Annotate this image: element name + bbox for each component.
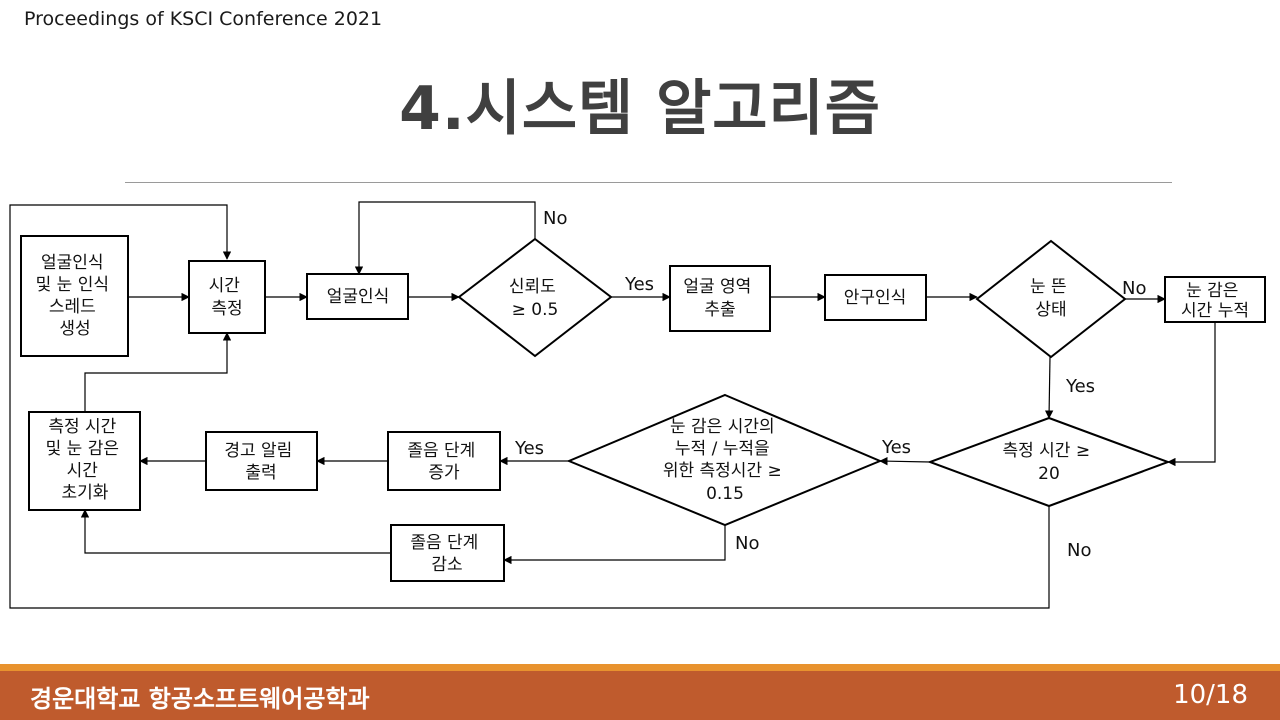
- warning-label: 경고 알림 출력: [224, 441, 297, 483]
- drowsy-up-box: [387, 431, 501, 491]
- edge-label-confidence-yes: Yes: [624, 274, 654, 295]
- footer-bar: 경운대학교 항공소프트웨어공학과 10/18: [0, 671, 1280, 720]
- edge-label-ratio-no: No: [735, 533, 759, 554]
- time-measure-box: [188, 260, 266, 334]
- edge-eyesopen-yes: [1044, 356, 1054, 419]
- edge-label-ratio-yes: Yes: [514, 438, 544, 459]
- edge-drowsydown-to-reset: [80, 509, 391, 554]
- edge-confidence-no-loop: [354, 201, 536, 275]
- reset-box: [28, 411, 141, 511]
- thread-create-box: [20, 235, 129, 357]
- drowsy-up-label: 졸음 단계 증가: [407, 441, 480, 483]
- ratio-diamond: [566, 393, 883, 527]
- drowsy-down-label: 졸음 단계 감소: [410, 533, 483, 575]
- edge-accum-to-measure: [1167, 322, 1216, 467]
- edge-label-eyesopen-yes: Yes: [1065, 376, 1095, 397]
- reset-label: 측정 시간 및 눈 감은 시간 초기화: [46, 417, 125, 503]
- footer-accent-stripe: [0, 664, 1280, 671]
- closed-accum-label: 눈 감은 시간 누적: [1181, 281, 1249, 321]
- edge-ratio-no: [503, 525, 726, 565]
- proceedings-note: Proceedings of KSCI Conference 2021: [24, 8, 383, 30]
- edge-measure-yes: [879, 456, 931, 466]
- edge-label-eyesopen-no: No: [1122, 278, 1146, 299]
- page-number: 10/18: [1173, 680, 1248, 710]
- loop-edge-outer: [9, 204, 1050, 609]
- drowsy-down-box: [390, 524, 505, 582]
- edge-label-measure-no: No: [1067, 540, 1091, 561]
- measure-time-label: 측정 시간 ≥ 20: [1002, 441, 1095, 484]
- confidence-diamond: [457, 237, 613, 358]
- slide-title: 4.시스템 알고리즘: [399, 74, 881, 144]
- face-extract-label: 얼굴 영역 추출: [683, 277, 756, 320]
- warning-box: [205, 431, 318, 491]
- measure-time-diamond: [927, 416, 1171, 508]
- edge-reset-to-time: [84, 332, 232, 412]
- footer-organization: 경운대학교 항공소프트웨어공학과: [30, 685, 370, 713]
- time-measure-label: 시간 측정: [209, 276, 246, 319]
- title-divider: [125, 182, 1172, 183]
- ratio-label: 눈 감은 시간의 누적 / 누적을 위한 측정시간 ≥ 0.15: [663, 417, 787, 504]
- thread-create-label: 얼굴인식 및 눈 인식 스레드 생성: [36, 253, 115, 339]
- edge-label-measure-yes: Yes: [881, 437, 911, 458]
- edge-label-confidence-no: No: [543, 208, 567, 229]
- face-extract-box: [669, 265, 771, 332]
- eyes-open-label: 눈 뜬 상태: [1030, 277, 1072, 320]
- confidence-label: 신뢰도 ≥ 0.5: [509, 277, 561, 320]
- eyes-open-diamond: [975, 239, 1127, 359]
- face-detect-label: 얼굴인식: [327, 287, 390, 307]
- eye-detect-label: 안구인식: [844, 288, 907, 308]
